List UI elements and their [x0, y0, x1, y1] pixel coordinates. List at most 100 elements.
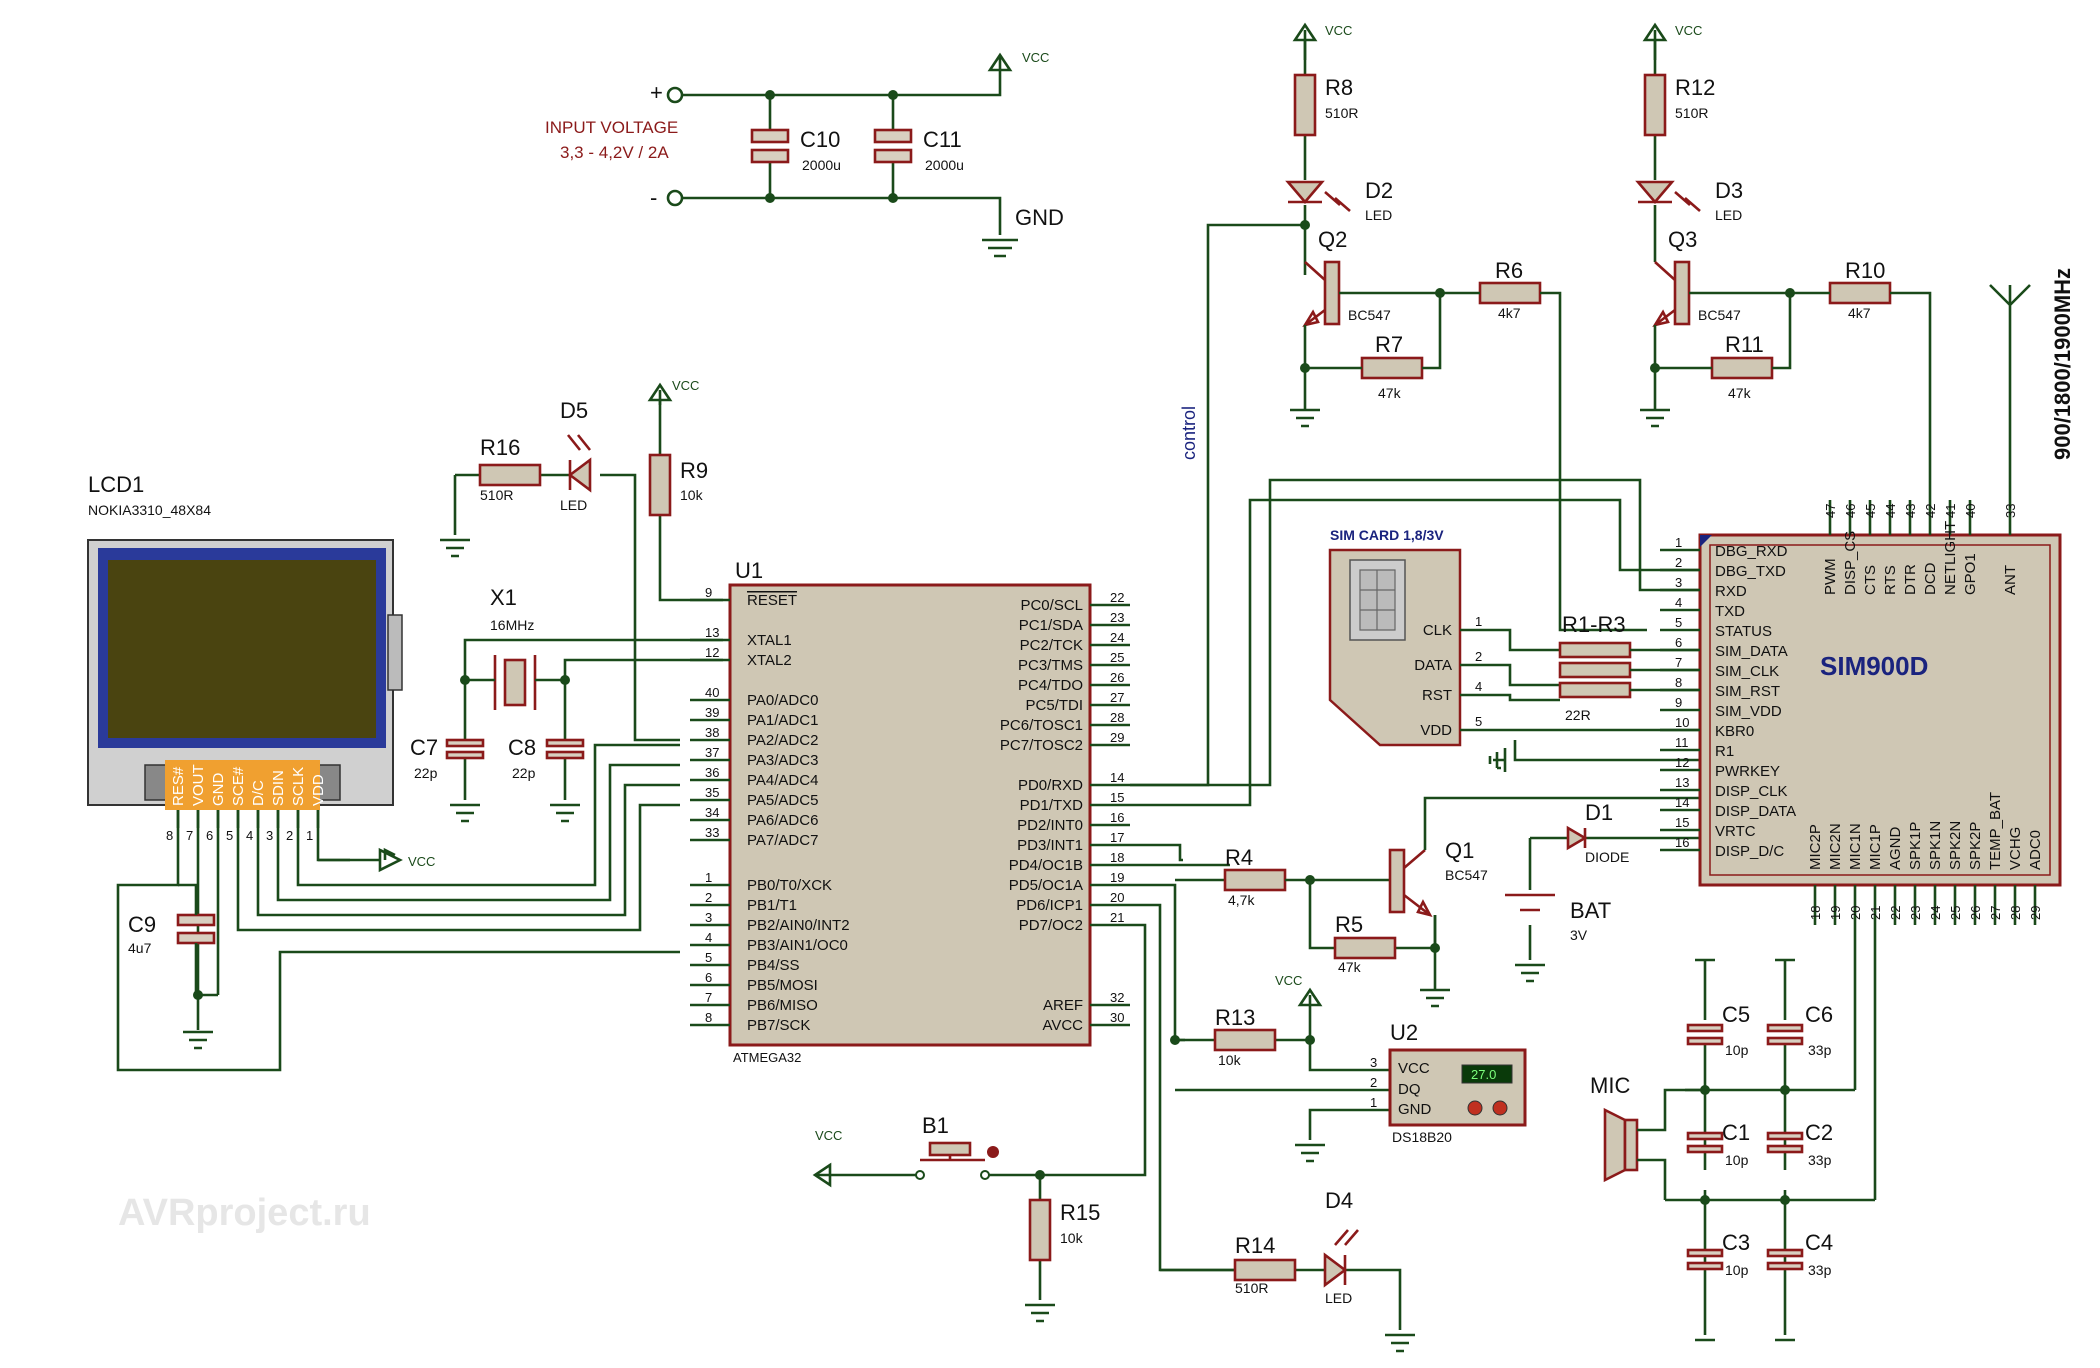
r6-value: 4k7: [1498, 305, 1521, 321]
lcd-pin-header: [165, 760, 320, 810]
q2-value: BC547: [1348, 307, 1391, 323]
u1-pin-number: 21: [1110, 910, 1124, 925]
c3-ref: C3: [1722, 1230, 1750, 1255]
r12-value: 510R: [1675, 105, 1708, 121]
sim900-pin-number: 1: [1675, 535, 1682, 550]
r7-value: 47k: [1378, 385, 1402, 401]
sim900-pin-label: TEMP_BAT: [1987, 792, 2004, 870]
svg-text:2: 2: [1370, 1075, 1377, 1090]
sim900-pin-label: GPO1: [1962, 553, 1979, 595]
sim900-pin-number: 25: [1948, 906, 1963, 920]
lcd1: LCD1 NOKIA3310_48X84 RES#8VOUT7GND6SCE#5…: [87, 472, 403, 843]
r7-ref: R7: [1375, 332, 1403, 357]
r8-ref: R8: [1325, 75, 1353, 100]
sim900-pin-number: 4: [1675, 595, 1682, 610]
sim900-pin-label: SIM_RST: [1715, 683, 1780, 700]
r6-ref: R6: [1495, 258, 1523, 283]
power-input: INPUT VOLTAGE 3,3 - 4,2V / 2A + - VCC GN…: [545, 50, 1064, 258]
lcd-pin-number: 2: [286, 828, 293, 843]
u1-pin-label: AREF: [1043, 997, 1083, 1014]
u1-pin-number: 17: [1110, 830, 1124, 845]
antenna-band-label: 900/1800/1900MHz: [2050, 268, 2075, 460]
lcd-pin-label: SCLK: [290, 767, 307, 806]
x1-ref: X1: [490, 585, 517, 610]
u1-pin-label: PD0/RXD: [1018, 777, 1083, 794]
sim900-pin-number: 14: [1675, 795, 1689, 810]
sim900-pin-label: DISP_CLK: [1715, 783, 1788, 800]
d5-ref: D5: [560, 398, 588, 423]
u1-pin-label: PC6/TOSC1: [1000, 717, 1083, 734]
sim900-pin-label: SIM_CLK: [1715, 663, 1779, 680]
u2-value: DS18B20: [1392, 1129, 1452, 1145]
u1-pin-label: PB4/SS: [747, 957, 800, 974]
lcd-screen: [108, 560, 376, 738]
sim-card-title: SIM CARD 1,8/3V: [1330, 527, 1444, 543]
x1-value: 16MHz: [490, 617, 534, 633]
u1-pin-label: XTAL1: [747, 632, 792, 649]
u1-pin-label: PB1/T1: [747, 897, 797, 914]
u1-pin-number: 4: [705, 930, 712, 945]
sim-card-pin-label: RST: [1422, 687, 1452, 704]
c10-value: 2000u: [802, 157, 841, 173]
d5-value: LED: [560, 497, 587, 513]
sim900-pin-label: DBG_TXD: [1715, 563, 1786, 580]
u1-pin-label: PD3/INT1: [1017, 837, 1083, 854]
u1-pin-label: PB0/T0/XCK: [747, 877, 832, 894]
sim900-pin-label: RTS: [1882, 565, 1899, 595]
c4-ref: C4: [1805, 1230, 1833, 1255]
sim900-pin-label: SIM_DATA: [1715, 643, 1788, 660]
r11-ref: R11: [1725, 332, 1764, 357]
sim900-pin-label: VRTC: [1715, 823, 1756, 840]
sim900-pin-number: 45: [1863, 504, 1878, 518]
sim900-pin-label: DBG_RXD: [1715, 543, 1788, 560]
vcc-label: VCC: [408, 854, 435, 869]
sim900-pin-label: SPK2P: [1967, 822, 1984, 870]
rtc-battery: D1 DIODE BAT 3V: [1488, 740, 1700, 983]
u1-pin-label: AVCC: [1042, 1017, 1083, 1034]
sim-card-wires: R1-R3 22R: [1460, 612, 1700, 732]
b1-ref: B1: [922, 1113, 949, 1138]
c7-value: 22p: [414, 765, 438, 781]
u1-pin-number: 28: [1110, 710, 1124, 725]
sim900-pin-number: 24: [1928, 906, 1943, 920]
sim900-pin-number: 29: [2028, 906, 2043, 920]
lcd-wires: VCC C9 4u7: [116, 743, 680, 1072]
u1-pin-number: 7: [705, 990, 712, 1005]
svg-text:DQ: DQ: [1398, 1081, 1421, 1098]
lcd-pin-number: 8: [166, 828, 173, 843]
r10-value: 4k7: [1848, 305, 1871, 321]
sim900-pin-label: VCHG: [2007, 827, 2024, 870]
q1-ref: Q1: [1445, 838, 1474, 863]
u1-pin-label: PB6/MISO: [747, 997, 818, 1014]
u1-pin-label: PC4/TDO: [1018, 677, 1083, 694]
button-b1: VCC B1 R15 10k: [812, 1113, 1100, 1323]
u1-pin-number: 27: [1110, 690, 1124, 705]
sim900-pin-number: 16: [1675, 835, 1689, 850]
sim900-pin-number: 2: [1675, 555, 1682, 570]
c5-ref: C5: [1722, 1002, 1750, 1027]
u1-pin-number: 32: [1110, 990, 1124, 1005]
sim900-pin-number: 23: [1908, 906, 1923, 920]
sim900-pin-label: MIC2N: [1827, 823, 1844, 870]
svg-text:VCC: VCC: [1398, 1060, 1430, 1077]
led-d4: R14 510R D4 LED: [1160, 1188, 1415, 1353]
u1-pin-number: 34: [705, 805, 719, 820]
u1-pin-number: 40: [705, 685, 719, 700]
vcc-label: VCC: [1275, 973, 1302, 988]
u2-display: 27.0: [1471, 1067, 1496, 1082]
r9-ref: R9: [680, 458, 708, 483]
u1-pin-label: PC2/TCK: [1020, 637, 1083, 654]
sim900-pin-label: SPK1P: [1907, 822, 1924, 870]
u1-pin-number: 13: [705, 625, 719, 640]
sim900-pin-number: 46: [1843, 504, 1858, 518]
u1-pin-number: 38: [705, 725, 719, 740]
sim900-pin-number: 18: [1808, 906, 1823, 920]
lcd-pin-label: SCE#: [230, 766, 247, 806]
sim900-pin-label: NETLIGHT: [1942, 521, 1959, 595]
u1-pin-number: 35: [705, 785, 719, 800]
u1-pin-label: PA5/ADC5: [747, 792, 818, 809]
sim900-pin-label: PWM: [1822, 558, 1839, 595]
